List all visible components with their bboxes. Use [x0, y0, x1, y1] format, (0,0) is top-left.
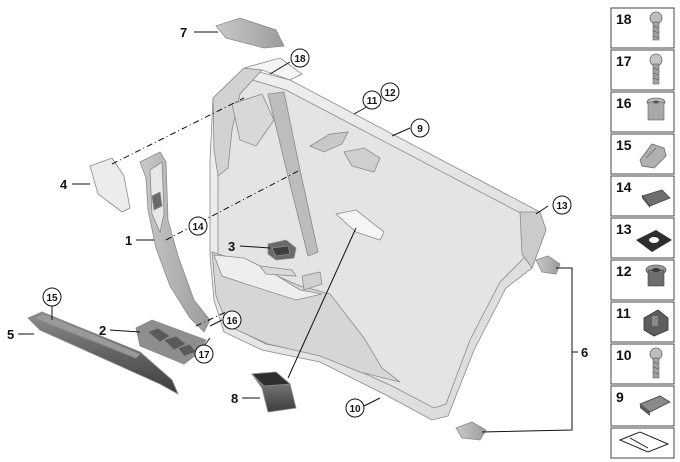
legend-item-9: 9: [610, 385, 675, 427]
cover-cap: [89, 157, 131, 213]
circle-callout-10: 10: [345, 398, 365, 418]
retaining-clip-lower: [455, 421, 487, 441]
svg-text:15: 15: [46, 293, 58, 304]
foam-washer-icon: [636, 230, 672, 252]
screw-icon: [649, 11, 663, 41]
circled-callouts: 18 11 12 9 13 14 15 16: [42, 48, 572, 418]
window-switch-panel: [135, 319, 207, 365]
callout-8: 8: [231, 391, 238, 406]
screw-icon: [649, 347, 663, 379]
parts-legend: 18 17 16: [610, 7, 675, 459]
bracket-clip-icon: [643, 309, 669, 337]
svg-text:17: 17: [198, 350, 210, 361]
circle-callout-17: 17: [194, 344, 214, 364]
leader-lines: [18, 31, 578, 433]
expanding-nut-icon: [646, 97, 666, 121]
lower-trim-strip: [27, 311, 179, 395]
circle-callout-13: 13: [552, 195, 572, 215]
svg-text:11: 11: [616, 305, 631, 321]
svg-text:10: 10: [349, 404, 361, 415]
svg-text:9: 9: [417, 124, 423, 135]
legend-item-14: 14: [610, 175, 675, 217]
svg-text:12: 12: [384, 88, 396, 99]
mirror-switch: [267, 239, 297, 261]
legend-item-17: 17: [610, 49, 675, 91]
circle-callout-14: 14: [188, 216, 208, 236]
panel-symbol-icon: [618, 431, 670, 453]
circle-callout-16: 16: [222, 310, 242, 330]
door-trim-panel: [209, 57, 547, 421]
svg-text:18: 18: [616, 11, 632, 27]
storage-bezel: [251, 371, 297, 413]
clip-icon: [639, 143, 667, 169]
circle-callout-18: 18: [290, 48, 310, 68]
circle-callout-15: 15: [42, 287, 62, 307]
svg-text:15: 15: [616, 137, 632, 153]
legend-item-16: 16: [610, 91, 675, 133]
callout-3: 3: [228, 239, 235, 254]
svg-text:13: 13: [616, 221, 632, 237]
svg-text:18: 18: [294, 54, 306, 65]
svg-text:12: 12: [616, 263, 632, 279]
legend-item-15: 15: [610, 133, 675, 175]
circle-callout-9: 9: [410, 118, 430, 138]
legend-item-11: 11: [610, 301, 675, 343]
callout-2: 2: [99, 323, 106, 338]
upper-trim-cover: [215, 17, 285, 49]
callout-5: 5: [7, 327, 14, 342]
legend-item-10: 10: [610, 343, 675, 385]
svg-text:16: 16: [226, 316, 238, 327]
svg-text:13: 13: [556, 201, 568, 212]
callout-6: 6: [581, 345, 588, 360]
svg-text:11: 11: [367, 96, 378, 107]
svg-text:9: 9: [616, 389, 624, 405]
svg-text:10: 10: [616, 347, 632, 363]
circle-callout-11: 11: [362, 90, 382, 110]
screw-icon: [649, 53, 663, 85]
legend-item-13: 13: [610, 217, 675, 259]
circle-callout-12: 12: [380, 82, 400, 102]
svg-text:16: 16: [616, 95, 632, 111]
callout-1: 1: [125, 233, 132, 248]
callout-labels: 7 4 1 3 5 2 8 6: [7, 25, 588, 406]
pad-icon: [641, 189, 671, 208]
svg-text:14: 14: [192, 222, 204, 233]
svg-text:14: 14: [616, 179, 632, 195]
legend-symbol-cell: [610, 427, 675, 459]
callout-4: 4: [60, 177, 68, 192]
trim-clip-icon: [639, 395, 671, 416]
grab-handle-trim: [139, 151, 211, 333]
rivet-nut-icon: [645, 264, 667, 287]
dash-dot-alignment-lines: [111, 97, 301, 327]
legend-item-18: 18: [610, 7, 675, 49]
retaining-clip-upper: [535, 255, 561, 275]
svg-text:17: 17: [616, 53, 632, 69]
legend-item-12: 12: [610, 259, 675, 301]
callout-7: 7: [180, 25, 187, 40]
